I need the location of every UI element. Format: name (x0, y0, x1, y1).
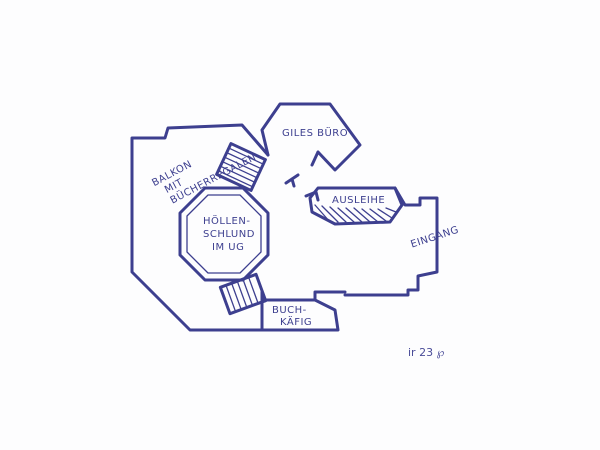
label-hoellenschlund-2: SCHLUND (203, 229, 255, 240)
label-buchkaefig-1: BUCH- (272, 305, 307, 316)
label-buchkaefig-2: KÄFIG (280, 315, 312, 328)
upper-staircase (215, 142, 267, 192)
eingang-wall (343, 186, 439, 297)
label-giles-buero: GILES BÜRO (282, 126, 348, 139)
label-balkon-3: BÜCHERREGALEN (168, 150, 259, 206)
label-hoellenschlund-1: HÖLLEN- (203, 214, 250, 227)
lower-staircase (218, 272, 268, 316)
buchkaefig-wall (260, 290, 347, 332)
label-hoellenschlund-3: IM UG (212, 242, 244, 253)
artist-signature: ir 23 ℘ (408, 346, 445, 359)
desk-symbol (284, 173, 300, 188)
label-eingang: EINGANG (409, 225, 460, 251)
outer-wall (130, 123, 270, 332)
hoellenschlund-inner (186, 194, 262, 274)
label-ausleihe: AUSLEIHE (332, 195, 385, 206)
giles-office-wall (260, 102, 362, 172)
ausleihe-counter (304, 186, 404, 226)
